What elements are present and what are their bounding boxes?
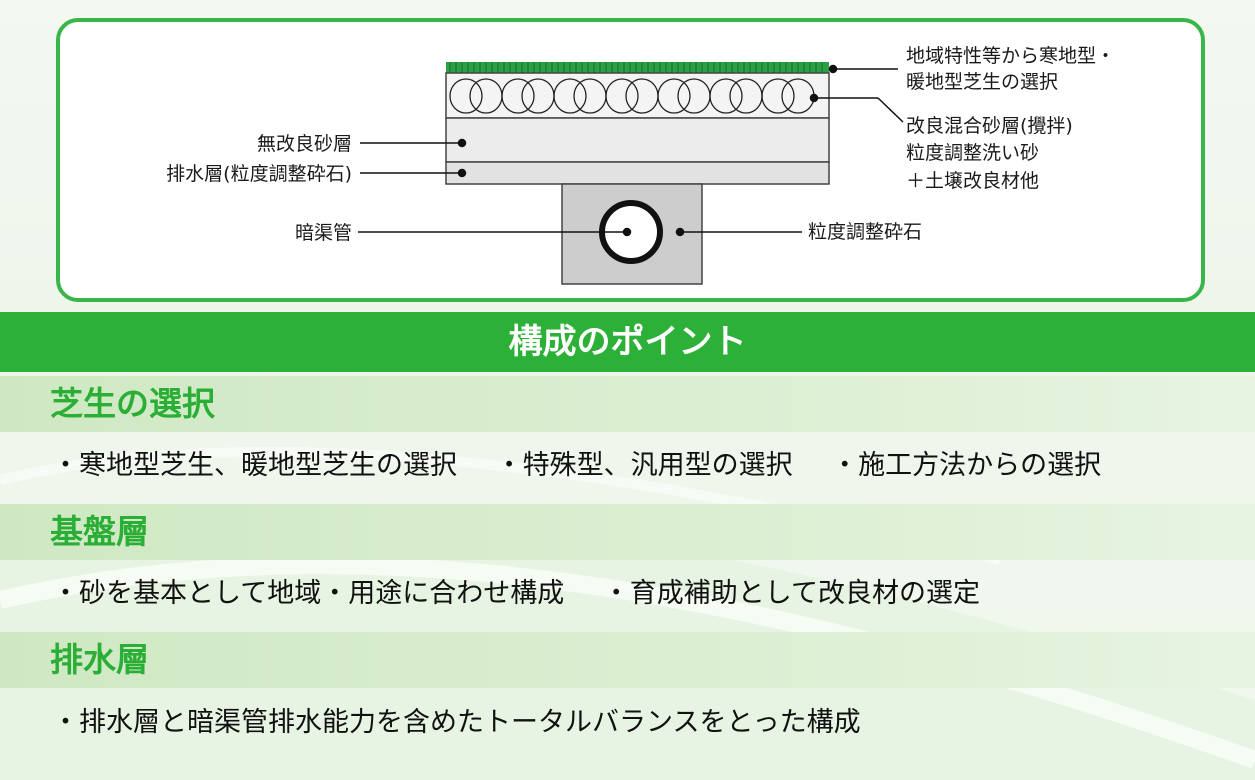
turf-layer — [446, 62, 829, 73]
right-leaders — [675, 64, 904, 237]
pipe-label: 暗渠管 — [295, 222, 352, 244]
turf-label-line2: 暖地型芝生の選択 — [906, 71, 1058, 93]
bullets-turf: ・寒地型芝生、暖地型芝生の選択 ・特殊型、汎用型の選択 ・施工方法からの選択 — [52, 446, 1101, 486]
bullets-base: ・砂を基本として地域・用途に合わせ構成 ・育成補助として改良材の選定 — [52, 574, 980, 614]
bullets-drainage: ・排水層と暗渠管排水能力を含めたトータルバランスをとった構成 — [52, 703, 861, 743]
bullet-item: ・砂を基本として地域・用途に合わせ構成 — [52, 578, 565, 609]
sand-layer — [445, 117, 830, 163]
section-title-turf: 芝生の選択 — [50, 384, 215, 423]
sand-label: 無改良砂層 — [257, 133, 352, 155]
bullet-item: ・育成補助として改良材の選定 — [602, 578, 980, 609]
section-header-drainage: 排水層 — [0, 632, 1255, 688]
points-header: 構成のポイント — [0, 312, 1255, 372]
drainage-layer — [445, 161, 830, 185]
mix-label-line3: ＋土壌改良材他 — [906, 170, 1039, 192]
soil-cross-section: 地域特性等から寒地型・ 暖地型芝生の選択 改良混合砂層(攪拌) 粒度調整洗い砂 … — [166, 45, 1115, 285]
section-header-turf: 芝生の選択 — [0, 376, 1255, 432]
soil-structure-diagram: 地域特性等から寒地型・ 暖地型芝生の選択 改良混合砂層(攪拌) 粒度調整洗い砂 … — [56, 18, 1205, 302]
gravel-label: 粒度調整砕石 — [808, 221, 922, 243]
turf-label-line1: 地域特性等から寒地型・ — [906, 45, 1115, 67]
bullet-item: ・寒地型芝生、暖地型芝生の選択 — [52, 450, 457, 481]
section-header-base: 基盤層 — [0, 504, 1255, 560]
drain-label: 排水層(粒度調整砕石) — [166, 163, 352, 185]
grass-blades — [449, 62, 823, 73]
left-leaders — [358, 138, 632, 237]
mix-label-line2: 粒度調整洗い砂 — [906, 142, 1039, 164]
mix-label-line1: 改良混合砂層(攪拌) — [906, 115, 1073, 137]
section-title-drainage: 排水層 — [50, 640, 149, 679]
bullet-item: ・排水層と暗渠管排水能力を含めたトータルバランスをとった構成 — [52, 707, 861, 738]
bullet-item: ・施工方法からの選択 — [831, 450, 1102, 481]
section-title-base: 基盤層 — [50, 512, 149, 551]
bullet-item: ・特殊型、汎用型の選択 — [495, 450, 793, 481]
